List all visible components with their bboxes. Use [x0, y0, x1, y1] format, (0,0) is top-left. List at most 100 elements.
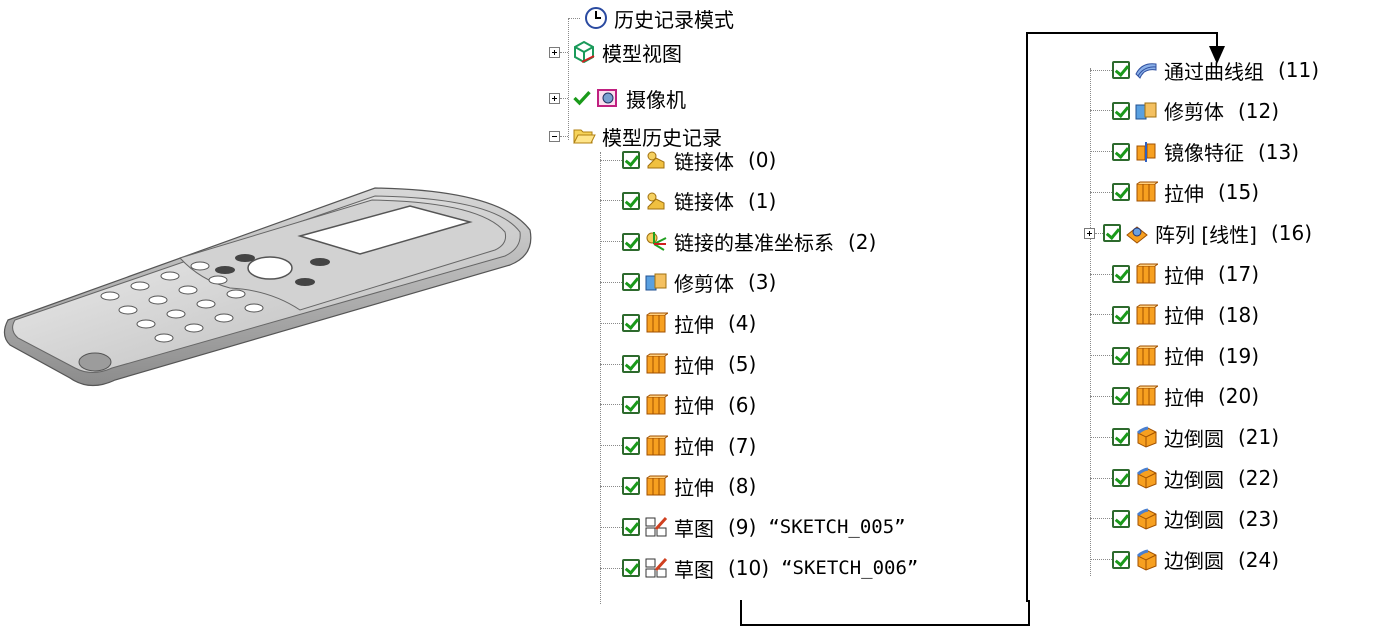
feature-row[interactable]: 阵列 [线性](16) — [1084, 215, 1313, 251]
feature-row[interactable]: 草图(10)“SKETCH_006” — [600, 550, 918, 586]
visibility-checkbox[interactable] — [1112, 305, 1130, 324]
feature-row[interactable]: 拉伸(7) — [600, 428, 756, 464]
feature-row[interactable]: 修剪体(3) — [600, 264, 776, 300]
datum-csys-icon — [646, 231, 667, 251]
visibility-checkbox[interactable] — [622, 232, 640, 251]
feature-row[interactable]: 拉伸(15) — [1090, 174, 1259, 210]
feature-index: (21) — [1238, 425, 1280, 450]
feature-label: 拉伸 — [674, 475, 714, 500]
link-body-icon — [647, 151, 665, 169]
cameras-row[interactable]: 摄像机 — [549, 80, 686, 116]
feature-index: (24) — [1238, 547, 1280, 572]
tree-branch-line — [600, 567, 622, 569]
history-mode-row[interactable]: 历史记录模式 — [562, 0, 734, 36]
extrude-icon — [646, 475, 668, 496]
feature-index: (16) — [1270, 221, 1313, 246]
model-view-icon — [574, 40, 595, 64]
expand-toggle[interactable] — [1084, 227, 1095, 239]
feature-row[interactable]: 边倒圆 (23) — [1090, 501, 1279, 537]
model-views-row[interactable]: 模型视图 — [549, 34, 682, 70]
feature-row[interactable]: 边倒圆(22) — [1090, 460, 1279, 496]
extrude-icon — [1136, 345, 1158, 366]
expand-toggle[interactable] — [549, 46, 560, 58]
extrude-icon — [1136, 304, 1158, 325]
visibility-checkbox[interactable] — [622, 436, 640, 455]
expand-toggle[interactable] — [549, 92, 560, 104]
feature-row[interactable]: 拉伸(17) — [1090, 256, 1259, 292]
feature-row[interactable]: 拉伸(5) — [600, 346, 756, 382]
extrude-icon — [1136, 181, 1158, 202]
visibility-checkbox[interactable] — [1112, 550, 1130, 569]
feature-row[interactable]: 链接体(0) — [600, 142, 776, 178]
visibility-checkbox[interactable] — [1112, 428, 1130, 447]
tree-branch-line — [600, 445, 622, 447]
feature-index: (13) — [1258, 139, 1300, 164]
visibility-checkbox[interactable] — [1112, 509, 1130, 528]
feature-label: 拉伸 — [674, 353, 714, 378]
sketch-name: “SKETCH_005” — [768, 516, 906, 539]
checkmark-icon — [573, 91, 591, 106]
visibility-checkbox[interactable] — [622, 395, 640, 414]
feature-label: 草图 — [674, 516, 714, 541]
tree-branch-line — [1090, 355, 1112, 357]
visibility-checkbox[interactable] — [1112, 387, 1130, 406]
visibility-checkbox[interactable] — [622, 559, 640, 577]
history-mode-label: 历史记录模式 — [614, 7, 734, 32]
visibility-checkbox[interactable] — [1112, 101, 1130, 120]
feature-row[interactable]: 镜像特征(13) — [1090, 134, 1299, 170]
visibility-checkbox[interactable] — [622, 355, 640, 373]
visibility-checkbox[interactable] — [622, 314, 640, 333]
feature-label: 边倒圆 — [1164, 508, 1224, 533]
visibility-checkbox[interactable] — [1103, 224, 1121, 243]
feature-row[interactable]: 边倒圆(24) — [1090, 542, 1279, 578]
tree-branch-line — [600, 200, 622, 202]
visibility-checkbox[interactable] — [1112, 346, 1130, 365]
feature-row[interactable]: 拉伸(8) — [600, 468, 756, 504]
feature-row[interactable]: 拉伸(18) — [1090, 297, 1259, 333]
feature-row[interactable]: 修剪体(12) — [1090, 93, 1279, 129]
feature-label: 拉伸 — [1164, 181, 1204, 206]
arrow-down-icon — [1209, 46, 1225, 64]
feature-row[interactable]: 拉伸(6) — [600, 387, 756, 423]
extrude-icon — [646, 312, 668, 333]
visibility-checkbox[interactable] — [1112, 265, 1130, 283]
visibility-checkbox[interactable] — [622, 191, 640, 210]
tree-branch-line — [1090, 436, 1112, 438]
feature-row[interactable]: 草图(9)“SKETCH_005” — [600, 509, 906, 545]
visibility-checkbox[interactable] — [1112, 183, 1130, 202]
visibility-checkbox[interactable] — [622, 518, 640, 537]
continuation-connector — [1026, 32, 1218, 602]
continuation-connector — [740, 600, 1030, 626]
visibility-checkbox[interactable] — [1112, 469, 1130, 487]
feature-label: 边倒圆 — [1164, 467, 1224, 492]
feature-row[interactable]: 边倒圆 (21) — [1090, 419, 1279, 455]
feature-row[interactable]: 链接体(1) — [600, 183, 776, 219]
tree-branch-line — [1090, 518, 1112, 520]
visibility-checkbox[interactable] — [1112, 61, 1130, 79]
visibility-checkbox[interactable] — [622, 273, 640, 292]
model-history-row[interactable]: 模型历史记录 — [549, 118, 722, 154]
feature-index: (10) — [728, 556, 770, 580]
feature-row[interactable]: 拉伸(20) — [1090, 378, 1259, 414]
collapse-toggle[interactable] — [549, 130, 560, 142]
feature-index: (4) — [728, 311, 757, 336]
tree-branch-line — [1090, 314, 1112, 316]
visibility-checkbox[interactable] — [1112, 142, 1130, 161]
feature-label: 拉伸 — [1164, 304, 1204, 329]
through-curves-icon — [1135, 63, 1157, 79]
edge-blend-icon — [1136, 549, 1157, 571]
feature-index: (17) — [1218, 262, 1260, 286]
feature-label: 草图 — [674, 557, 714, 582]
tree-branch-line — [600, 159, 622, 161]
feature-index: (23) — [1238, 506, 1280, 531]
feature-label: 拉伸 — [674, 312, 714, 337]
feature-row[interactable]: 拉伸(19) — [1090, 338, 1259, 374]
visibility-checkbox[interactable] — [622, 477, 640, 496]
feature-row[interactable]: 链接的基准坐标系(2) — [600, 224, 876, 260]
feature-row[interactable]: 通过曲线组(11) — [1090, 52, 1319, 88]
visibility-checkbox[interactable] — [622, 151, 640, 169]
tree-branch-line — [1090, 69, 1112, 71]
feature-row[interactable]: 拉伸 (4) — [600, 305, 756, 341]
feature-label: 边倒圆 — [1164, 426, 1224, 451]
tree-branch-line — [1090, 191, 1112, 193]
